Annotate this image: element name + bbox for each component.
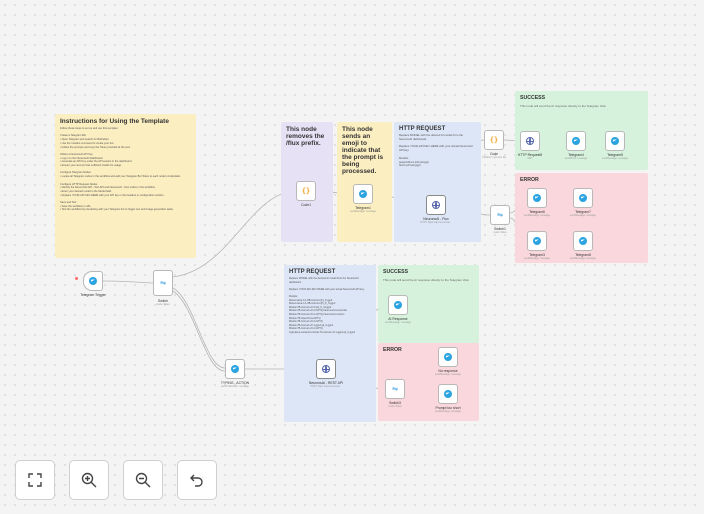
emoji-note-title: This node sends an emoji to indicate tha… [342, 126, 384, 175]
node-label: Telegram4 [568, 153, 584, 157]
telegram-icon [579, 237, 587, 245]
switch-icon: ⇋ [392, 386, 398, 393]
node-label: Switch3 [389, 401, 401, 405]
http-text-body: Replace MODEL with the desired AI model … [289, 277, 365, 334]
success-bottom-subtitle: This node will send the AI response dire… [383, 278, 470, 282]
edge-switch-typing-2 [172, 290, 226, 372]
node-label: AI Response [388, 317, 408, 321]
error-bottom-title: ERROR [383, 347, 402, 353]
node-label: NeuronsAI - REST API [308, 381, 344, 385]
zoom-out-icon [135, 472, 151, 488]
telegram-icon [444, 390, 452, 398]
error-bottom-note[interactable]: ERROR [378, 343, 479, 421]
node-label: TYPING - ACTION [220, 381, 250, 385]
error-top-title: ERROR [520, 177, 539, 183]
code-icon: {} [301, 187, 311, 195]
telegram-icon [394, 301, 402, 309]
zoom-in-button[interactable] [69, 460, 109, 500]
node-subtitle: sendMessage: message [524, 214, 550, 217]
node-subtitle: mode: Rules [156, 303, 170, 306]
zoom-out-button[interactable] [123, 460, 163, 500]
telegram-icon [89, 277, 97, 285]
fit-view-icon [28, 473, 42, 487]
node-subtitle: POST: https://api.neuronsai... [420, 221, 452, 224]
node-label: Telegram6 [529, 210, 545, 214]
http-flux-body: Replace MODEL with the desired AI model … [399, 133, 473, 168]
node-subtitle: sendMessage: message [435, 410, 461, 413]
trigger-indicator [75, 277, 78, 280]
instructions-body: Follow these steps to set up and use thi… [60, 127, 181, 212]
node-label: Telegram7 [575, 210, 591, 214]
switch-icon: ⇋ [497, 212, 503, 219]
node-subtitle: GET [527, 157, 533, 160]
http-flux-title: HTTP REQUEST [399, 126, 446, 132]
edge-trigger-switch [102, 280, 154, 284]
node-subtitle: sendChatAction: message [221, 385, 249, 388]
edge-switch-code1 [172, 190, 297, 278]
http-text-note[interactable]: HTTP REQUEST Replace MODEL with the desi… [284, 265, 376, 422]
node-subtitle: sendMessage: message [602, 157, 628, 160]
node-label: Switch1 [494, 227, 506, 231]
switch-icon: ⇋ [160, 280, 166, 287]
telegram-icon [231, 365, 239, 373]
undo-button[interactable] [177, 460, 217, 500]
telegram-icon [579, 194, 587, 202]
globe-icon [526, 137, 534, 145]
success-bottom-title: SUCCESS [383, 269, 409, 275]
node-label: Telegram5 [607, 153, 623, 157]
node-label: Telegram1 [355, 206, 371, 210]
fit-view-button[interactable] [15, 460, 55, 500]
node-label: NeuronsAI - Flux [423, 217, 449, 221]
node-label: Switch [158, 299, 168, 303]
code-icon: {} [489, 136, 499, 144]
node-label: HTTP Request5 [517, 153, 543, 157]
http-text-title: HTTP REQUEST [289, 269, 336, 275]
node-subtitle: transform: get item list [482, 156, 506, 159]
node-label: Telegram3 [529, 253, 545, 257]
node-label: Telegram Trigger [80, 293, 106, 297]
flux-prefix-title: This node removes the /flux prefix. [286, 126, 325, 147]
node-subtitle: sendMessage: message [524, 257, 550, 260]
node-label: Code1 [301, 203, 311, 207]
node-label: Telegram8 [575, 253, 591, 257]
globe-icon [322, 365, 330, 373]
telegram-icon [611, 137, 619, 145]
node-subtitle: mode: Rules [493, 231, 507, 234]
node-subtitle: mode: Rules [388, 405, 402, 408]
zoom-in-icon [81, 472, 97, 488]
node-subtitle: POST: https://api.neuronsai... [310, 385, 342, 388]
node-subtitle: sendMessage: message [435, 373, 461, 376]
node-label: Prompt too short [435, 406, 461, 410]
globe-icon [432, 201, 440, 209]
telegram-icon [359, 190, 367, 198]
node-subtitle: sendPhoto: message [564, 157, 588, 160]
telegram-icon [533, 237, 541, 245]
telegram-icon [572, 137, 580, 145]
success-top-subtitle: This node will send the AI response dire… [520, 104, 607, 108]
node-subtitle: sendMessage: message [570, 214, 596, 217]
undo-icon [190, 474, 203, 487]
emoji-note[interactable]: This node sends an emoji to indicate tha… [337, 122, 392, 242]
node-subtitle: sendMessage: message [385, 321, 411, 324]
edge-switch-typing [172, 287, 226, 369]
node-subtitle: sendMessage: message [570, 257, 596, 260]
node-label: No response [438, 369, 458, 373]
node-label: Code [489, 152, 499, 156]
telegram-icon [533, 194, 541, 202]
telegram-icon [444, 353, 452, 361]
success-top-note[interactable]: SUCCESS This node will send the AI respo… [515, 91, 648, 170]
node-subtitle: sendMessage: message [350, 210, 376, 213]
instructions-note[interactable]: Instructions for Using the Template Foll… [55, 114, 196, 258]
instructions-title: Instructions for Using the Template [60, 118, 169, 125]
http-flux-note[interactable]: HTTP REQUEST Replace MODEL with the desi… [394, 122, 481, 242]
success-top-title: SUCCESS [520, 95, 546, 101]
